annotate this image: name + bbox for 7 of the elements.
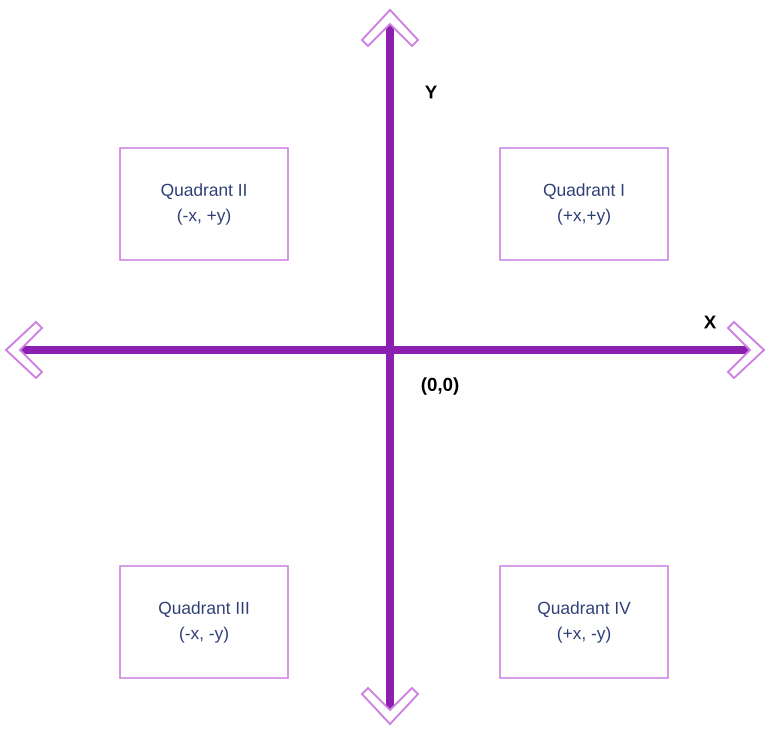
quadrant-box: Quadrant II (-x, +y) <box>119 147 289 261</box>
quadrant-box: Quadrant I (+x,+y) <box>499 147 669 261</box>
quadrant-box: Quadrant IV (+x, -y) <box>499 565 669 679</box>
axis-label: Y <box>425 86 437 98</box>
axis-label: X <box>704 316 716 328</box>
quadrant-box: Quadrant III (-x, -y) <box>119 565 289 679</box>
axis-label: (0,0) <box>422 377 458 395</box>
